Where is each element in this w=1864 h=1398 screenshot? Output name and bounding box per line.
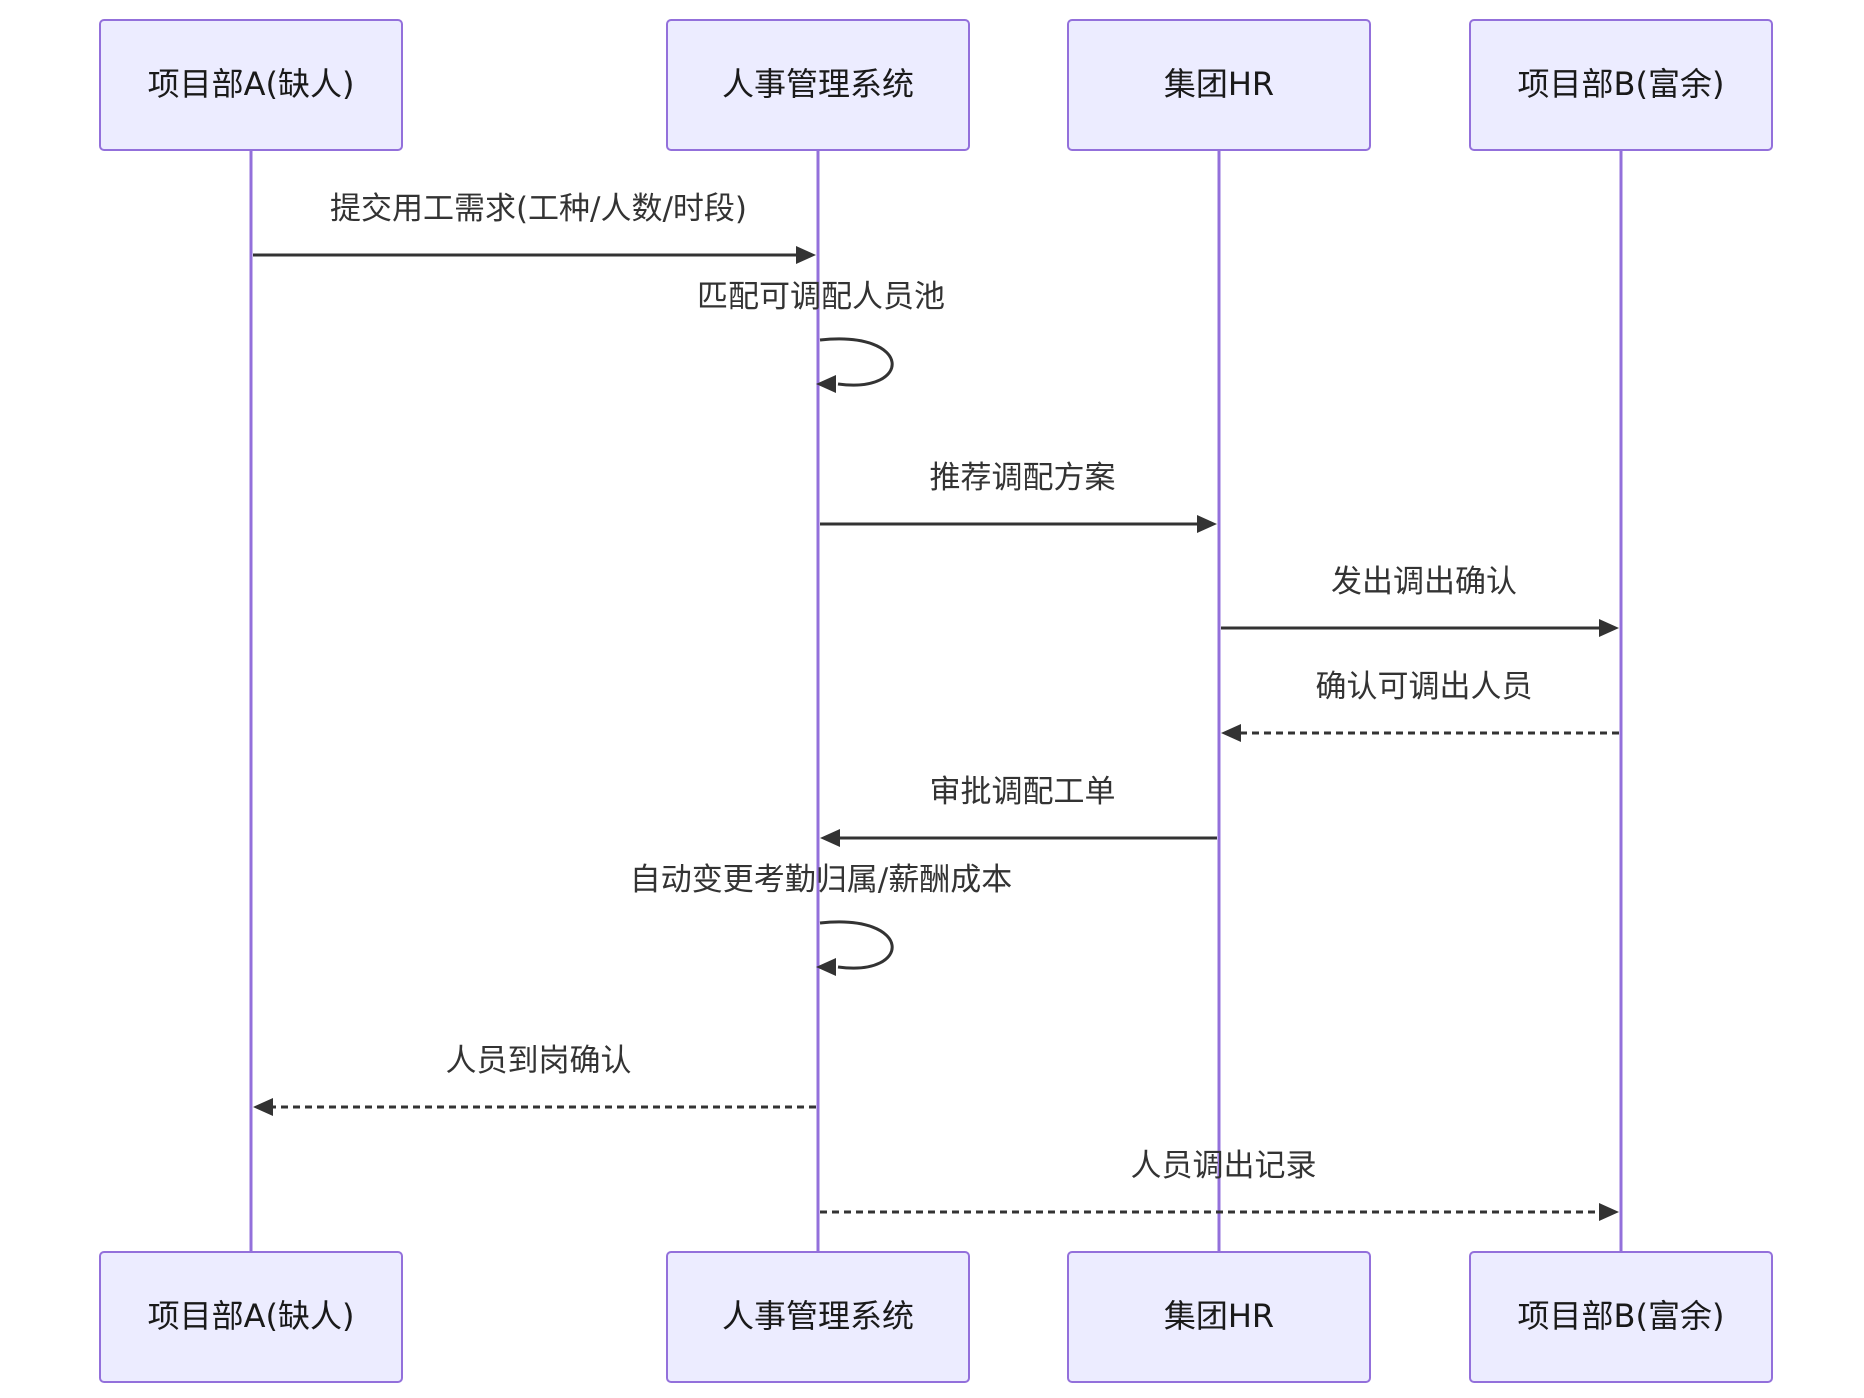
message-8: 人员到岗确认 [253, 1043, 816, 1116]
actor-label: 集团HR [1164, 1297, 1274, 1335]
message-line [819, 337, 894, 387]
message-label: 推荐调配方案 [930, 460, 1116, 496]
actor-label: 人事管理系统 [722, 65, 914, 103]
message-3: 推荐调配方案 [820, 460, 1217, 533]
actor-top-h: 集团HR [1067, 19, 1371, 151]
actor-top-b: 项目部B(富余) [1469, 19, 1773, 151]
actor-box [666, 19, 970, 151]
actor-box [666, 1251, 970, 1383]
actor-box [1067, 1251, 1371, 1383]
message-label: 发出调出确认 [1331, 564, 1517, 600]
message-label: 匹配可调配人员池 [697, 279, 945, 315]
message-line [819, 920, 894, 970]
message-9: 人员调出记录 [820, 1148, 1619, 1221]
message-label: 人员到岗确认 [446, 1043, 632, 1079]
actor-label: 集团HR [1164, 65, 1274, 103]
message-label: 自动变更考勤归属/薪酬成本 [630, 862, 1012, 898]
actor-label: 项目部A(缺人) [148, 65, 355, 103]
message-1: 提交用工需求(工种/人数/时段) [253, 191, 816, 264]
message-4: 发出调出确认 [1221, 564, 1619, 637]
actor-box [1469, 1251, 1773, 1383]
message-label: 人员调出记录 [1131, 1148, 1317, 1184]
arrowhead [816, 375, 836, 393]
message-2: 匹配可调配人员池 [697, 279, 945, 393]
message-5: 确认可调出人员 [1221, 669, 1619, 742]
actor-top-s: 人事管理系统 [666, 19, 970, 151]
actor-bottom-a: 项目部A(缺人) [99, 1251, 403, 1383]
message-label: 确认可调出人员 [1316, 669, 1533, 705]
arrowhead [1197, 515, 1217, 533]
actor-top-a: 项目部A(缺人) [99, 19, 403, 151]
actor-label: 项目部B(富余) [1518, 1297, 1725, 1335]
message-7: 自动变更考勤归属/薪酬成本 [630, 862, 1012, 976]
actor-label: 项目部A(缺人) [148, 1297, 355, 1335]
actor-bottom-h: 集团HR [1067, 1251, 1371, 1383]
actor-bottom-s: 人事管理系统 [666, 1251, 970, 1383]
message-6: 审批调配工单 [820, 774, 1217, 847]
actor-box [99, 1251, 403, 1383]
actor-label: 人事管理系统 [722, 1297, 914, 1335]
arrowhead [796, 246, 816, 264]
actor-label: 项目部B(富余) [1518, 65, 1725, 103]
message-label: 审批调配工单 [930, 774, 1116, 810]
arrowhead [1599, 619, 1619, 637]
actor-box [1469, 19, 1773, 151]
actor-box [1067, 19, 1371, 151]
arrowhead [816, 958, 836, 976]
arrowhead [1599, 1203, 1619, 1221]
actor-bottom-b: 项目部B(富余) [1469, 1251, 1773, 1383]
arrowhead [1221, 724, 1241, 742]
arrowhead [820, 829, 840, 847]
message-label: 提交用工需求(工种/人数/时段) [330, 191, 747, 227]
arrowhead [253, 1098, 273, 1116]
actor-box [99, 19, 403, 151]
